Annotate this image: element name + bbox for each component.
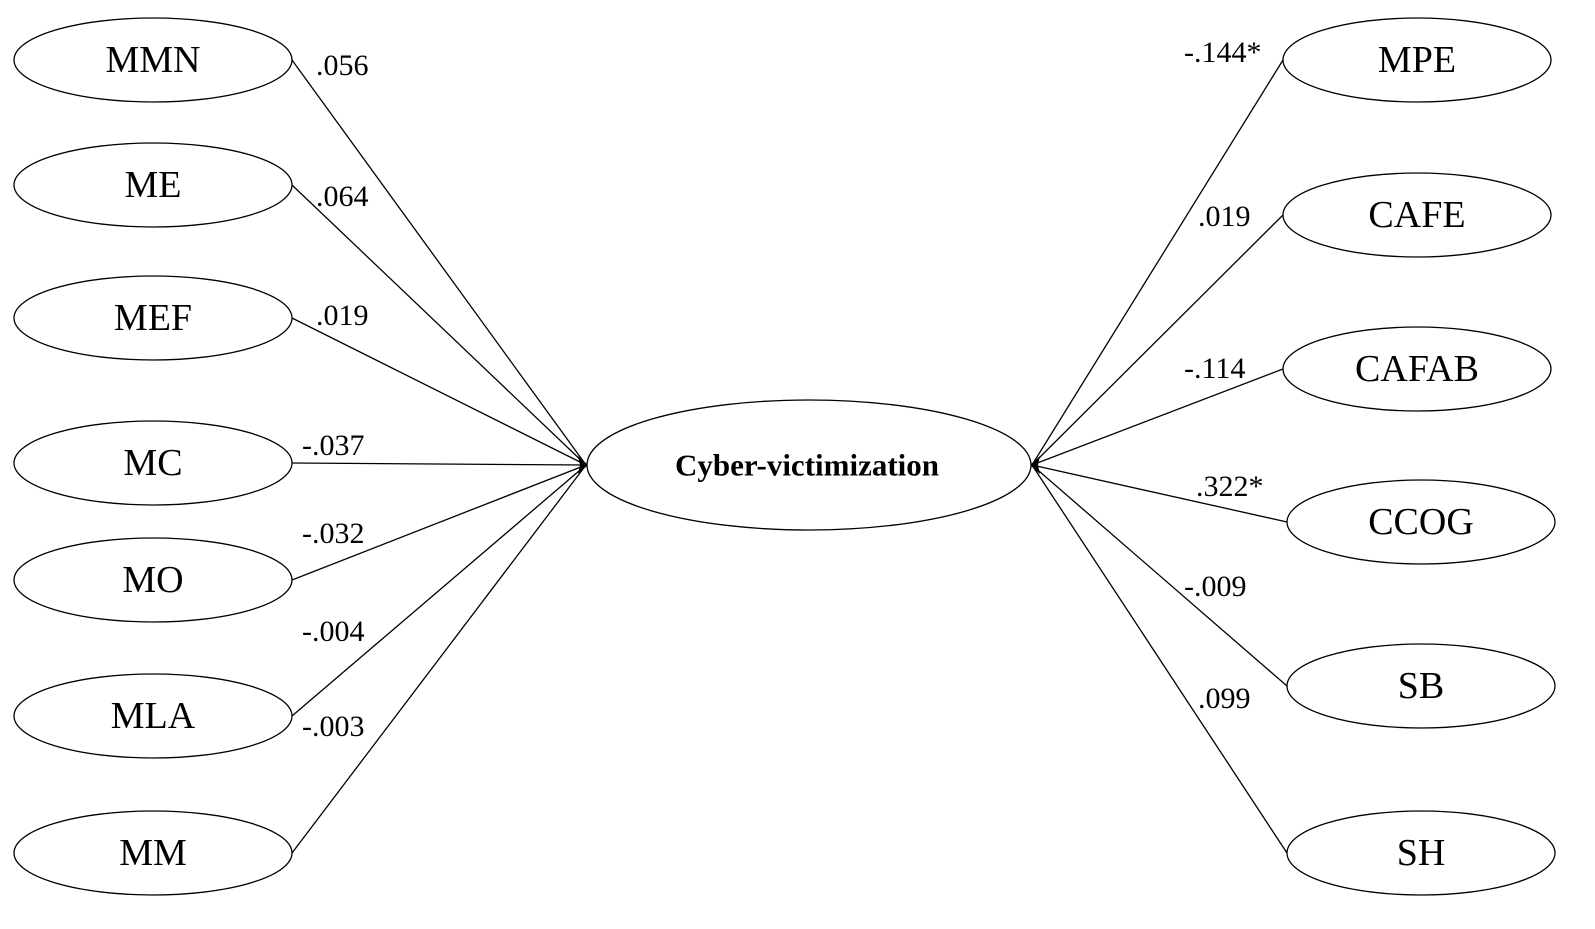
node-mc-shape [13,420,293,506]
edge-mo [291,464,587,581]
coef-cafab: -.114 [1184,352,1245,385]
node-sh-label: SH [1397,832,1446,874]
edge-mm [291,464,587,854]
arrowhead-right [1030,456,1040,474]
node-me: ME [13,142,293,228]
arrowheads [578,456,1040,474]
node-mef-label: MEF [114,297,192,339]
node-ccog-label: CCOG [1368,501,1474,543]
node-sh: SH [1286,810,1556,896]
node-mo-label: MO [122,559,183,601]
node-mpe-shape [1282,17,1552,103]
right-coefficients: -.144* .019 -.114 .322* -.009 .099 [1184,36,1264,715]
node-mo-shape [13,537,293,623]
node-mef: MEF [13,275,293,361]
node-cafe: CAFE [1282,172,1552,258]
edge-sh [1031,464,1288,854]
right-nodes: MPE CAFE CAFAB CCOG SB SH [1282,17,1556,896]
node-cafe-shape [1282,172,1552,258]
node-me-label: ME [125,164,182,206]
coef-mm: -.003 [302,710,365,743]
node-cafab-label: CAFAB [1355,348,1479,390]
node-mmn-shape [13,17,293,103]
coef-mef: .019 [316,299,369,332]
node-mo: MO [13,537,293,623]
node-mmn: MMN [13,17,293,103]
coef-cafe: .019 [1198,200,1251,233]
node-mla: MLA [13,673,293,759]
node-mc-label: MC [123,442,182,484]
node-sb: SB [1286,643,1556,729]
node-mmn-label: MMN [105,39,200,81]
edge-me [291,184,587,466]
coef-mmn: .056 [316,49,369,82]
node-cafe-label: CAFE [1368,194,1465,236]
coef-mc: -.037 [302,429,365,462]
node-mef-shape [13,275,293,361]
edge-mpe [1031,59,1284,466]
edges [291,59,1288,854]
edge-cafe [1031,214,1284,466]
node-sb-shape [1286,643,1556,729]
left-coefficients: .056 .064 .019 -.037 -.032 -.004 -.003 [302,49,369,743]
coef-me: .064 [316,180,369,213]
node-mm-shape [13,810,293,896]
node-ccog-shape [1286,479,1556,565]
edge-sb [1031,464,1288,687]
coef-ccog: .322* [1196,470,1264,503]
left-nodes: MMN ME MEF MC MO MLA MM [13,17,293,896]
coef-mla: -.004 [302,615,365,648]
node-mla-label: MLA [111,695,196,737]
node-me-shape [13,142,293,228]
node-sh-shape [1286,810,1556,896]
node-cyber-victimization: Cyber-victimization [586,399,1032,531]
coef-mpe: -.144* [1184,36,1262,69]
node-mpe-label: MPE [1378,39,1456,81]
node-cafab: CAFAB [1282,326,1552,412]
node-sb-label: SB [1398,665,1444,707]
edge-mef [291,317,587,466]
node-mm-label: MM [119,832,187,874]
node-mc: MC [13,420,293,506]
edge-mla [291,464,587,717]
node-mpe: MPE [1282,17,1552,103]
coef-sb: -.009 [1184,570,1247,603]
node-cafab-shape [1282,326,1552,412]
node-mm: MM [13,810,293,896]
arrowhead-left [578,456,588,474]
node-cyber-victimization-label: Cyber-victimization [675,448,939,483]
node-ccog: CCOG [1286,479,1556,565]
node-cyber-victimization-shape [586,399,1032,531]
coef-sh: .099 [1198,682,1251,715]
edge-mmn [291,59,587,466]
edge-mc [291,462,587,466]
edge-ccog [1031,464,1288,523]
edge-cafab [1031,368,1284,466]
node-mla-shape [13,673,293,759]
coef-mo: -.032 [302,517,365,550]
